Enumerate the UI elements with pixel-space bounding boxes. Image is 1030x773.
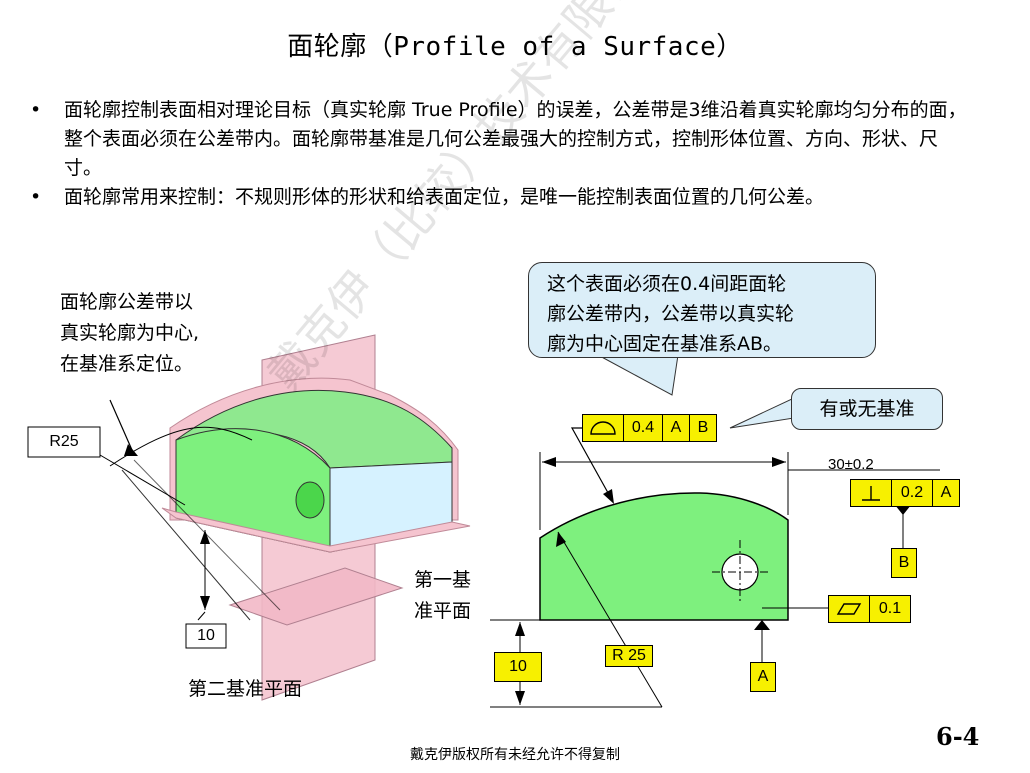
first-datum-plane <box>228 567 404 626</box>
surface-profile-icon <box>583 415 624 441</box>
perpendicularity-icon <box>851 480 892 506</box>
first-datum-label: 第一基 准平面 <box>414 565 471 627</box>
zone-note-line: 真实轮廓为中心, <box>60 322 200 344</box>
page-title: 面轮廓（Profile of a Surface） <box>287 32 743 62</box>
callout-line: 廓为中心固定在基准系AB。 <box>547 333 783 355</box>
callout-line: 廓公差带内，公差带以真实轮 <box>547 303 795 325</box>
page-number: 6-4 <box>936 722 980 751</box>
height-box: 10 <box>197 627 215 644</box>
datum-note: 有或无基准 <box>791 388 943 430</box>
profile-tolerance: 0.4 <box>624 415 663 441</box>
bullet-item: 面轮廓控制表面相对理论目标（真实轮廓 True Profile）的误差，公差带是… <box>30 96 970 183</box>
tolerance-zone-base <box>161 507 471 553</box>
first-datum-label-line: 第一基 <box>414 569 472 591</box>
datum-a-box: A <box>750 662 776 692</box>
part-profile <box>539 492 789 621</box>
perpendicularity-fcf: 0.2 A <box>850 479 960 507</box>
bullet-item: 面轮廓常用来控制：不规则形体的形状和给表面定位，是唯一能控制表面位置的几何公差。 <box>30 183 970 212</box>
perpendicularity-tolerance: 0.2 <box>892 480 933 506</box>
profile-datum-1: A <box>663 415 690 441</box>
zone-note-line: 面轮廓公差带以 <box>60 291 194 313</box>
callout-line: 这个表面必须在0.4间距面轮 <box>547 273 787 295</box>
flatness-fcf: 0.1 <box>828 595 911 623</box>
footer-copyright: 戴克伊版权所有未经允许不得复制 <box>410 747 620 763</box>
first-datum-label-line: 准平面 <box>414 600 472 622</box>
flatness-icon <box>829 596 870 622</box>
width-dimension: 30±0.2 <box>828 456 874 473</box>
height-dimension: 10 <box>494 652 542 682</box>
bullet-list: 面轮廓控制表面相对理论目标（真实轮廓 True Profile）的误差，公差带是… <box>30 96 970 212</box>
radius-box: R25 <box>49 433 79 450</box>
zone-note: 面轮廓公差带以 真实轮廓为中心, 在基准系定位。 <box>60 287 199 380</box>
profile-fcf: 0.4 A B <box>582 414 717 442</box>
datum-b-box: B <box>891 548 917 578</box>
callout-note: 这个表面必须在0.4间距面轮 廓公差带内，公差带以真实轮 廓为中心固定在基准系A… <box>528 262 876 358</box>
zone-note-line: 在基准系定位。 <box>60 353 194 375</box>
block-hole <box>295 481 325 519</box>
perpendicularity-datum: A <box>940 484 952 501</box>
radius-dimension: R 25 <box>605 645 653 667</box>
flatness-tolerance: 0.1 <box>878 600 902 617</box>
profile-datum-2: B <box>697 419 709 436</box>
second-datum-label: 第二基准平面 <box>188 678 303 700</box>
